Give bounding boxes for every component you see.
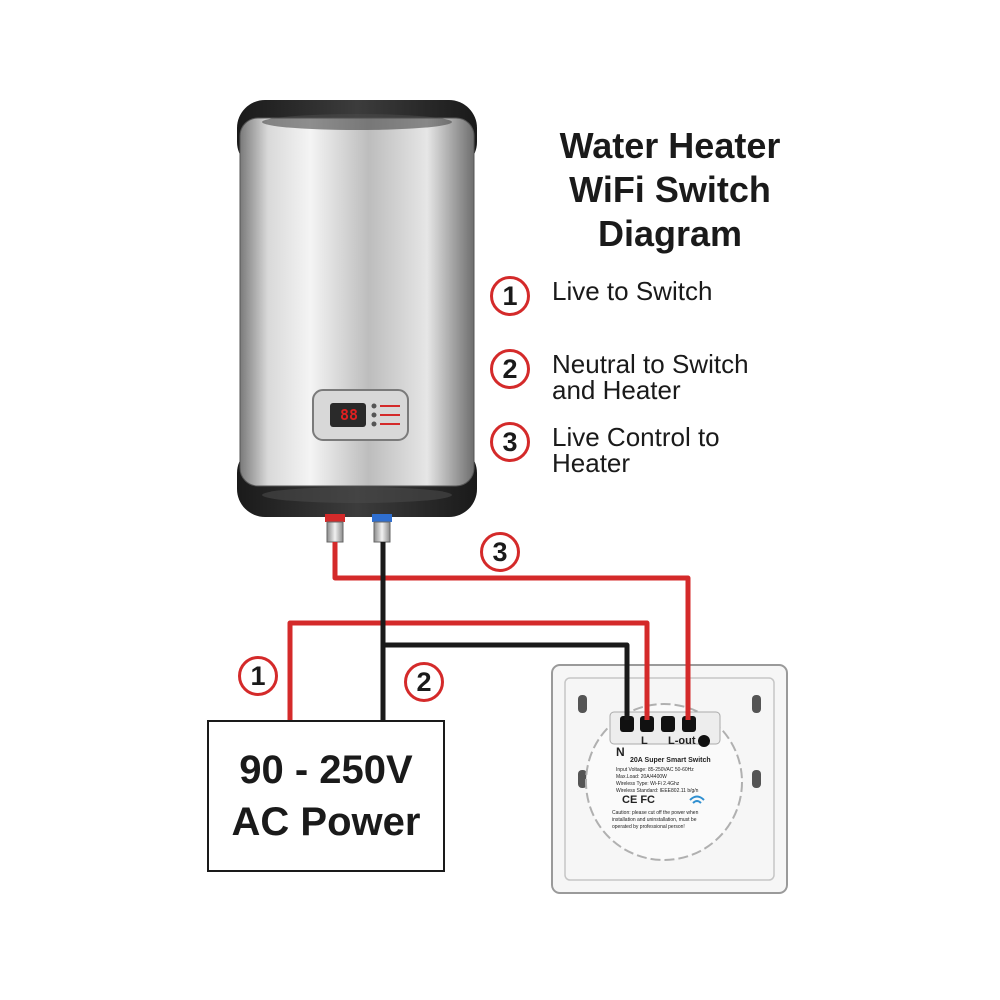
wire-label-1: 1: [238, 656, 278, 696]
wires: [287, 542, 691, 720]
terminal-n: [620, 716, 634, 732]
switch-product-name: 20A Super Smart Switch: [630, 757, 711, 764]
power-voltage: 90 - 250V: [239, 748, 413, 792]
switch-spec-wireless-standard: Wireless Standard: IEEE802.11 b/g/n: [616, 788, 699, 794]
legend-item-1: 1 Live to Switch: [490, 276, 712, 316]
heater-display-digits: 88: [339, 406, 359, 424]
switch-spec-voltage: Input Voltage: 85-250VAC 50-60Hz: [616, 767, 694, 773]
power-label: AC Power: [231, 800, 421, 844]
heater-display: [330, 403, 366, 427]
legend-text-3-line-1: Live Control to: [552, 422, 720, 452]
terminal-l: [640, 716, 654, 732]
terminal-lout-label: L-out: [668, 735, 696, 747]
wifi-switch: [551, 664, 788, 894]
legend-text-2-line-1: Neutral to Switch: [552, 349, 749, 379]
legend-text-1: Live to Switch: [552, 278, 712, 304]
switch-caution-3: operated by professional person!: [612, 824, 685, 830]
legend-number-3: 3: [490, 422, 530, 462]
legend-number-1: 1: [490, 276, 530, 316]
ac-power-box: 90 - 250V AC Power: [207, 720, 445, 872]
diagram-title: Water Heater WiFi Switch Diagram: [520, 124, 820, 256]
switch-spec-wireless-type: Wireless Type: Wi-Fi 2.4Ghz: [616, 781, 680, 787]
certification-marks: CE FC: [622, 794, 655, 806]
wire-1-live: [287, 620, 650, 720]
cold-pipe: [373, 521, 391, 543]
terminal-l-label: L: [641, 735, 648, 747]
switch-caution-1: Caution: please cut off the power when: [612, 810, 699, 816]
switch-caution-2: installation and uninstallation, must be: [612, 817, 697, 823]
title-line-3: Diagram: [597, 213, 743, 254]
switch-spec-load: Max.Load: 20A/4400W: [616, 774, 667, 780]
cold-pipe-collar: [372, 514, 392, 522]
title-line-1: Water Heater: [559, 125, 781, 166]
legend-text-3-line-2: Heater: [552, 448, 631, 478]
legend-text-2-line-2: and Heater: [552, 375, 681, 405]
terminal-n-label: N: [616, 745, 625, 759]
wire-3-live-control: [332, 542, 691, 720]
legend-text-3: Live Control to Heater: [552, 424, 720, 476]
hot-pipe-collar: [325, 514, 345, 522]
hot-pipe: [326, 521, 344, 543]
legend-item-3: 3 Live Control to Heater: [490, 422, 720, 476]
wire-label-3: 3: [480, 532, 520, 572]
water-heater: [237, 100, 477, 543]
legend-text-1-line-1: Live to Switch: [552, 276, 713, 306]
title-line-2: WiFi Switch: [569, 169, 771, 210]
legend-item-2: 2 Neutral to Switch and Heater: [490, 349, 749, 403]
wire-2-neutral-switch: [383, 642, 630, 720]
legend-number-2: 2: [490, 349, 530, 389]
wire-label-2: 2: [404, 662, 444, 702]
legend-text-2: Neutral to Switch and Heater: [552, 351, 749, 403]
